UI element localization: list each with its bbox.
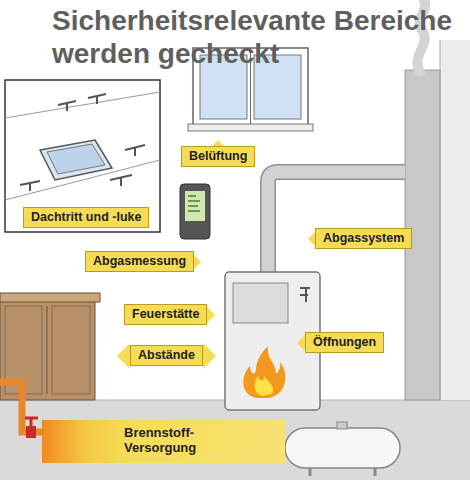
device-screen — [185, 191, 205, 221]
cabinet-door — [52, 306, 90, 394]
label-text: Brennstoff- Versorgung — [124, 425, 196, 455]
pointer-arrow — [308, 232, 315, 246]
measuring-device — [180, 184, 210, 239]
roof-hatch — [40, 140, 112, 180]
label-text: Abstände — [138, 348, 195, 363]
callout-label: Dachtritt und -luke — [23, 207, 149, 228]
flame-core — [255, 376, 273, 396]
callout-label: Belüftung — [181, 146, 255, 167]
pointer-arrow — [194, 255, 201, 269]
pointer-arrow — [117, 343, 130, 369]
roof-line — [5, 92, 160, 118]
gas-pipe — [0, 382, 42, 432]
cabinet-top — [0, 293, 100, 302]
title: Sicherheitsrelevante Bereiche werden gec… — [52, 4, 464, 70]
device-readout — [188, 196, 200, 211]
callout-label: Öffnungen — [305, 332, 384, 353]
pointer-arrow — [203, 343, 216, 369]
side-wall — [440, 40, 470, 400]
cabinet-door — [47, 306, 48, 394]
heater-panel — [233, 283, 288, 323]
pointer-arrow — [297, 335, 305, 351]
label-text: Öffnungen — [313, 335, 376, 350]
tank-valve — [337, 422, 347, 429]
label-text: Feuerstätte — [132, 307, 199, 322]
flue-pipe — [268, 172, 405, 274]
valve-handle — [25, 417, 38, 420]
callout-label: Abgassystem — [315, 228, 412, 249]
window-sill — [188, 124, 313, 131]
fuel-band: Brennstoff- Versorgung — [42, 420, 285, 463]
gas-tank — [285, 428, 400, 468]
flame — [243, 346, 285, 398]
inset-frame — [5, 80, 160, 232]
callout-label: Feuerstätte — [124, 304, 207, 325]
label-text: Abgassystem — [323, 231, 404, 246]
tank-leg — [310, 468, 375, 476]
callout-label: Abgasmessung — [85, 251, 194, 272]
flue-pipe-outline — [268, 172, 405, 274]
roof-hatch-glass — [47, 144, 105, 174]
floor — [0, 400, 470, 480]
callout-label: Abstände — [130, 345, 203, 366]
heater-logo — [300, 288, 310, 302]
pointer-arrow — [212, 140, 224, 146]
label-text: Dachtritt und -luke — [31, 210, 141, 225]
valve — [26, 426, 36, 438]
roof-step — [20, 94, 145, 191]
label-text: Abgasmessung — [93, 254, 186, 269]
pointer-arrow — [207, 307, 215, 323]
label-text: Belüftung — [189, 149, 247, 164]
